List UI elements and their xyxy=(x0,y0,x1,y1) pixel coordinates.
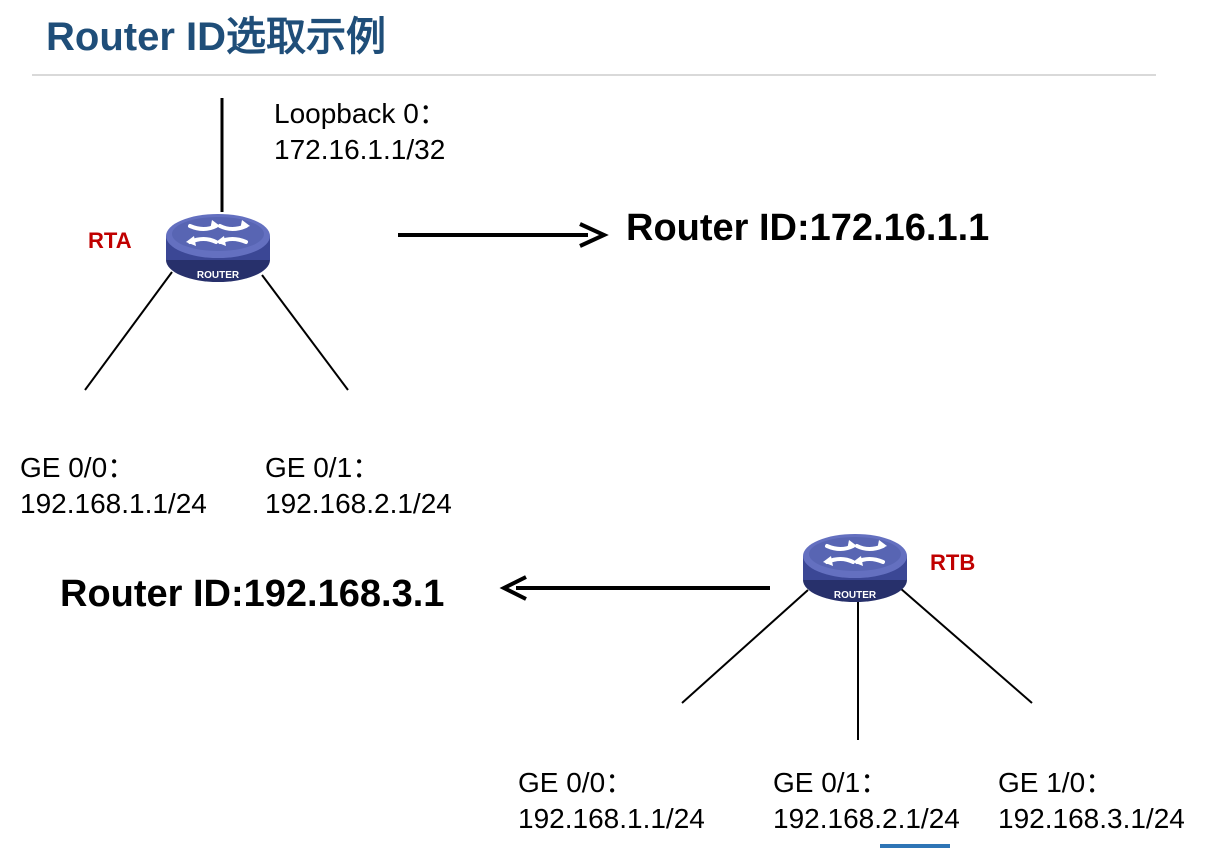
rtb-ge10-link xyxy=(899,587,1033,704)
rta-loopback-label: Loopback 0： 172.16.1.1/32 xyxy=(274,96,447,168)
footer-accent-bar xyxy=(880,844,950,848)
interface-name: GE 1/0： xyxy=(998,767,1114,798)
rta-ge00-label: GE 0/0： 192.168.1.1/24 xyxy=(20,450,207,522)
rta-ge01-link xyxy=(261,274,349,391)
rta-router-id: Router ID:172.16.1.1 xyxy=(626,207,990,249)
router-icon-label: ROUTER xyxy=(197,270,240,281)
rtb-name: RTB xyxy=(930,550,976,575)
interface-ip: 192.168.2.1/24 xyxy=(773,803,960,834)
rtb-router-id: Router ID:192.168.3.1 xyxy=(60,573,445,615)
router-icon-label: ROUTER xyxy=(834,590,877,601)
router-icon: ROUTER xyxy=(166,214,270,282)
interface-name: GE 0/0： xyxy=(20,452,136,483)
interface-ip: 192.168.2.1/24 xyxy=(265,488,452,519)
interface-ip: 192.168.3.1/24 xyxy=(998,803,1185,834)
rtb-ge01-label: GE 0/1： 192.168.2.1/24 xyxy=(773,765,960,837)
page-title: Router ID选取示例 xyxy=(46,15,386,59)
rtb-result-arrow xyxy=(499,575,770,601)
interface-name: GE 0/1： xyxy=(265,452,381,483)
rtb-ge00-link xyxy=(681,589,809,704)
rta-loopback-ip: 172.16.1.1/32 xyxy=(274,134,446,165)
title-divider xyxy=(32,74,1156,76)
router-icon: ROUTER xyxy=(803,534,907,602)
rta-ge00-link xyxy=(84,271,173,391)
rta-name: RTA xyxy=(88,228,132,253)
rtb-ge10-label: GE 1/0： 192.168.3.1/24 xyxy=(998,765,1185,837)
rta-loopback-name: Loopback 0： xyxy=(274,98,447,129)
interface-name: GE 0/0： xyxy=(518,767,634,798)
interface-ip: 192.168.1.1/24 xyxy=(20,488,207,519)
rtb-ge00-label: GE 0/0： 192.168.1.1/24 xyxy=(518,765,705,837)
interface-ip: 192.168.1.1/24 xyxy=(518,803,705,834)
rta-result-arrow xyxy=(398,222,609,248)
interface-name: GE 0/1： xyxy=(773,767,889,798)
rta-ge01-label: GE 0/1： 192.168.2.1/24 xyxy=(265,450,452,522)
